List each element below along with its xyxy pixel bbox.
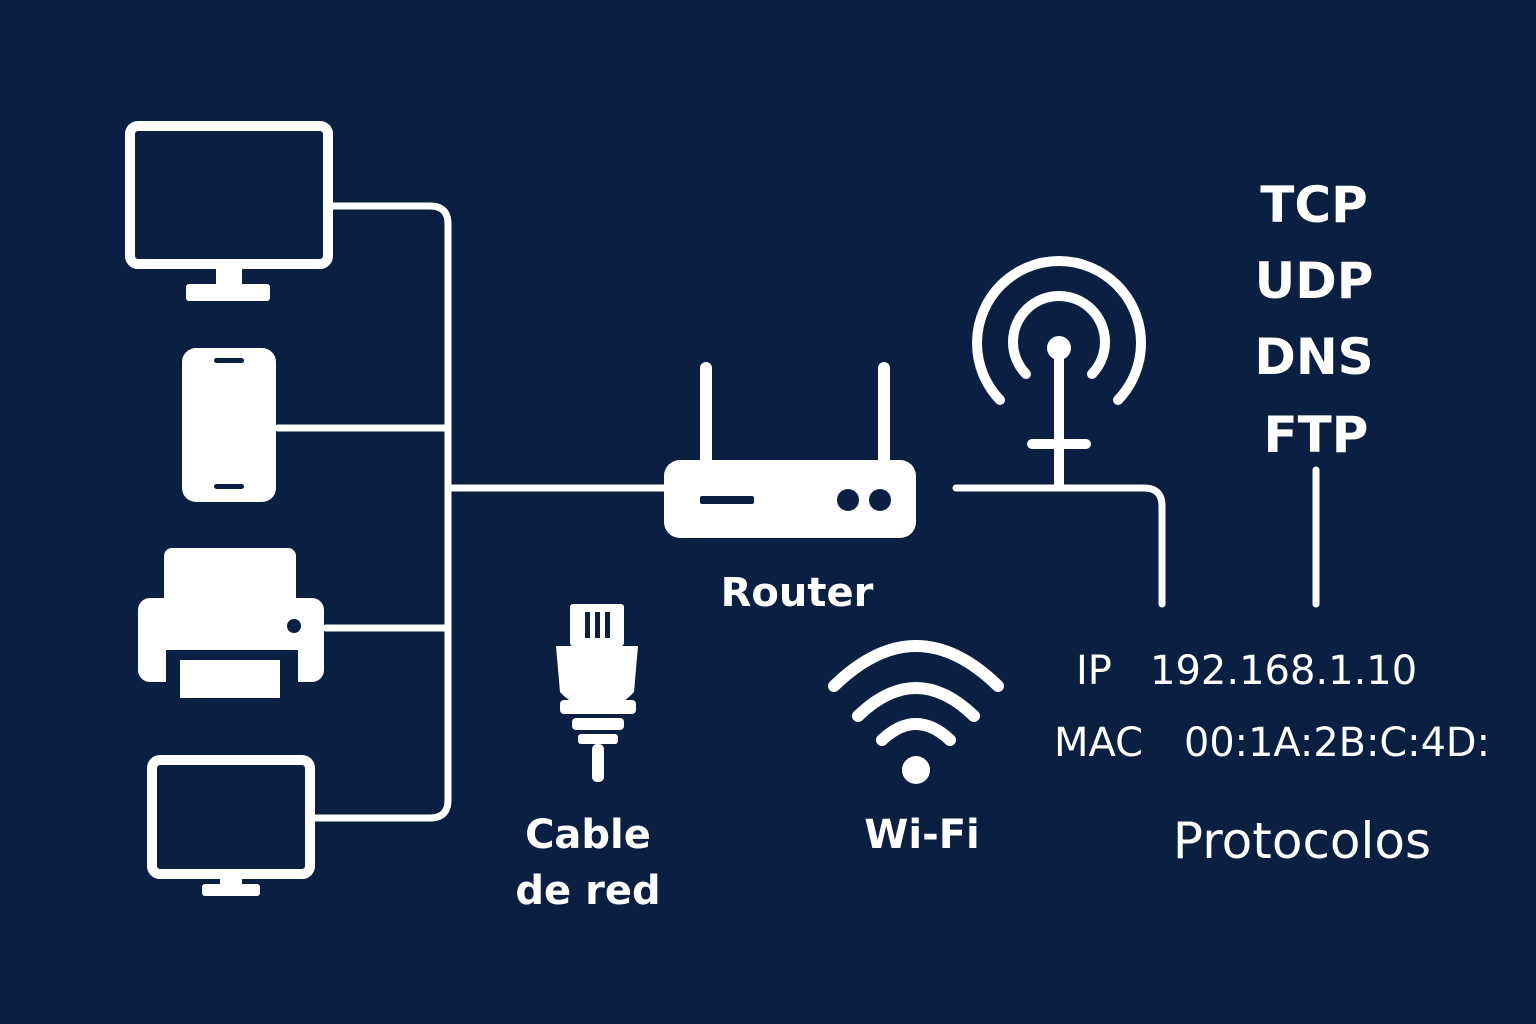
mac-value: 00:1A:2B:C:4D: (1184, 720, 1490, 766)
wifi-icon (828, 640, 1004, 784)
ethernet-plug-icon (556, 604, 638, 782)
cable-label-line1: Cable (525, 812, 651, 858)
protocol-item: DNS (1254, 328, 1373, 386)
wifi-label: Wi-Fi (864, 812, 979, 858)
protocol-item: UDP (1255, 252, 1374, 310)
smartphone-icon (182, 348, 276, 502)
router-to-ip-line (952, 484, 1166, 608)
mac-key: MAC (1054, 720, 1143, 766)
protocol-item: FTP (1264, 406, 1369, 464)
cable-label-line2: de red (515, 868, 660, 914)
router-icon (664, 362, 916, 538)
monitor-icon (147, 755, 315, 896)
antenna-tower-icon (972, 256, 1146, 489)
printer-icon (138, 548, 324, 704)
device-bus-line (310, 202, 452, 822)
protocols-title: Protocolos (1173, 812, 1431, 870)
connection-lines (274, 202, 1320, 822)
ip-key: IP (1076, 648, 1112, 694)
monitor-icon (125, 121, 333, 301)
ip-value: 192.168.1.10 (1150, 648, 1417, 694)
protocol-item: TCP (1260, 176, 1367, 234)
router-label: Router (721, 570, 874, 616)
